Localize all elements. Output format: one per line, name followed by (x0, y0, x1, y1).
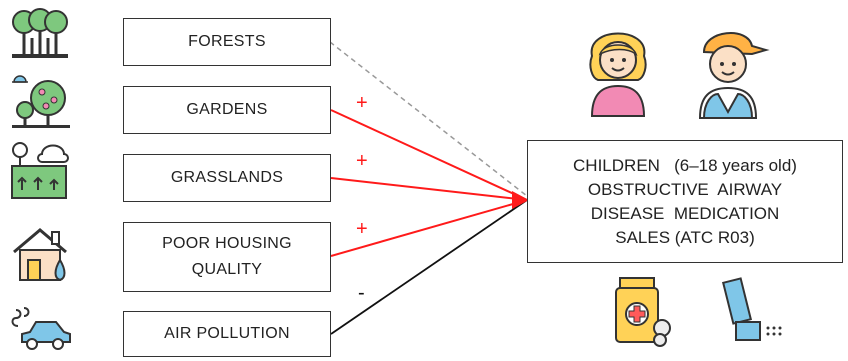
medicine-bottle-icon (615, 277, 671, 347)
housing-label-line1: POOR HOUSING (162, 235, 292, 252)
boy-cap-icon (698, 32, 770, 119)
forest-icon (12, 8, 68, 58)
gardens-label: GARDENS (186, 101, 268, 118)
grasslands-sign: + (356, 150, 368, 172)
housing-sign: + (356, 218, 368, 240)
forests-box: FORESTS (123, 18, 331, 66)
grasslands-link (330, 177, 528, 201)
air-pollution-sign: - (358, 282, 365, 304)
inhaler-icon (722, 277, 782, 341)
outcome-line-4: SALES (ATC R03) (615, 227, 755, 247)
car-exhaust-icon (11, 307, 71, 350)
air-pollution-link (330, 199, 528, 335)
arrow-head (512, 191, 529, 209)
outcome-line-1: CHILDREN (6–18 years old) (573, 155, 797, 175)
grasslands-box: GRASSLANDS (123, 154, 331, 202)
housing-link (330, 199, 528, 257)
housing-box: POOR HOUSING QUALITY (123, 222, 331, 292)
garden-tree-icon (12, 75, 70, 128)
housing-label-line2: QUALITY (191, 261, 263, 278)
damp-house-icon (13, 228, 67, 282)
outcome-line-3: DISEASE MEDICATION (590, 203, 780, 223)
outcome-box: CHILDREN (6–18 years old) OBSTRUCTIVE AI… (527, 140, 843, 263)
gardens-link (330, 109, 528, 201)
gardens-sign: + (356, 92, 368, 114)
outcome-line-2: OBSTRUCTIVE AIRWAY (587, 179, 783, 199)
grassland-icon (11, 142, 69, 199)
air-pollution-box: AIR POLLUTION (123, 311, 331, 357)
gardens-box: GARDENS (123, 86, 331, 134)
air-pollution-label: AIR POLLUTION (164, 325, 290, 342)
forests-label: FORESTS (188, 33, 266, 50)
girl-icon (589, 32, 647, 117)
grasslands-label: GRASSLANDS (170, 169, 284, 186)
forests-link (329, 41, 528, 197)
